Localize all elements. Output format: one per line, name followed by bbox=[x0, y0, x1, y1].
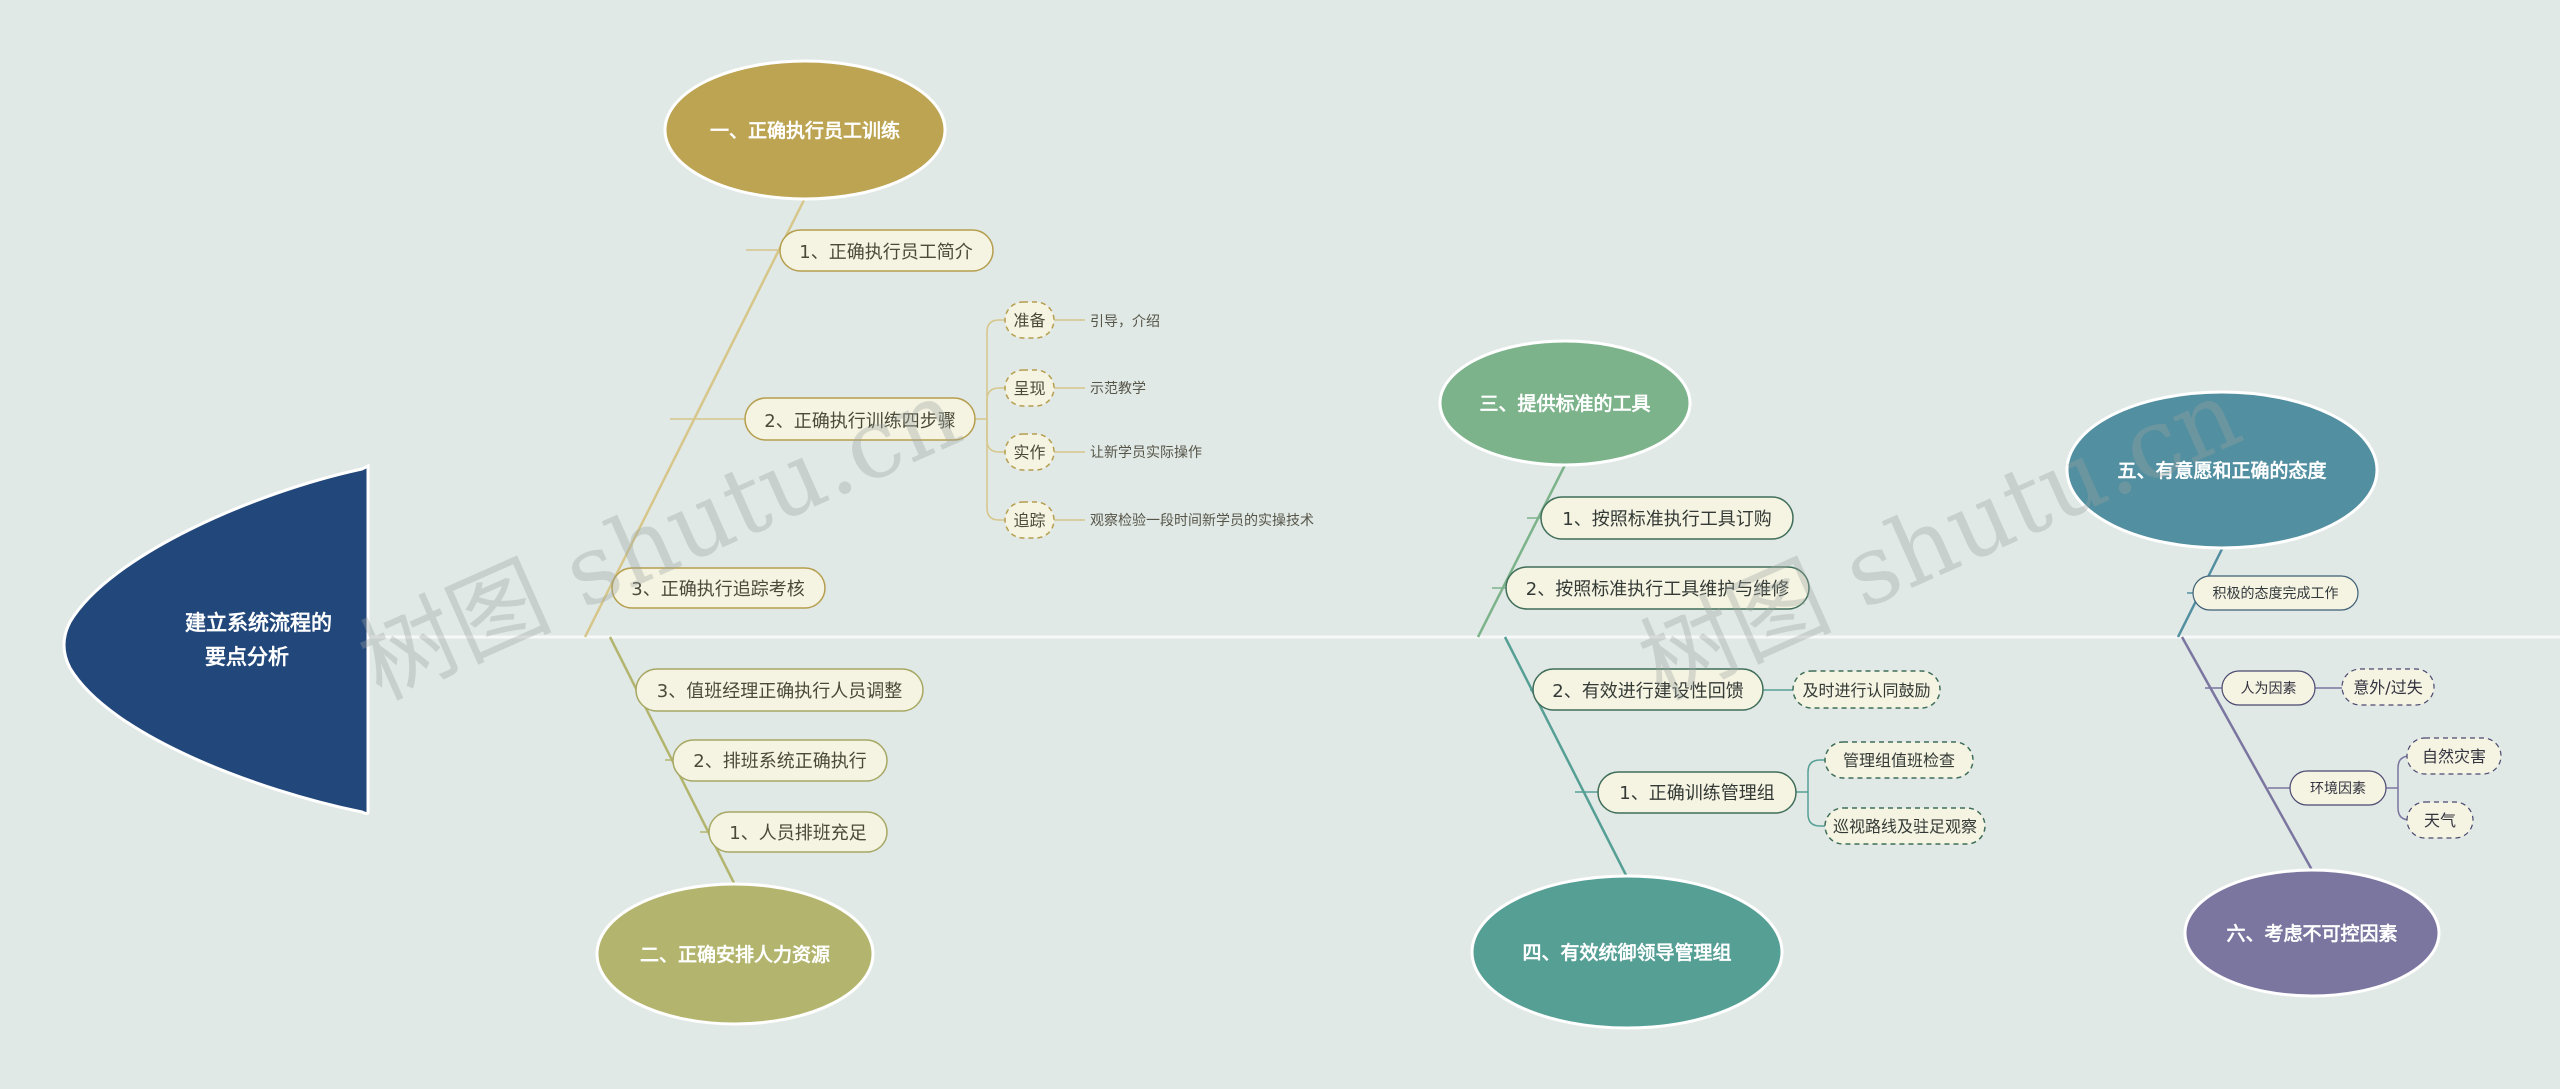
bone-b6 bbox=[2180, 636, 2314, 871]
sub-b4-2a-label: 及时进行认同鼓励 bbox=[1802, 681, 1930, 700]
branch-b1-label: 一、正确执行员工训练 bbox=[710, 119, 900, 142]
node-b2-2[interactable]: 2、排班系统正确执行 bbox=[672, 739, 888, 782]
node-b6-2[interactable]: 环境因素 bbox=[2289, 770, 2387, 806]
node-b6-1[interactable]: 人为因素 bbox=[2221, 670, 2316, 706]
node-b3-2-label: 2、按照标准执行工具维护与维修 bbox=[1526, 579, 1789, 600]
sub-b6-1a-label: 意外/过失 bbox=[2353, 678, 2422, 697]
node-b1-1[interactable]: 1、正确执行员工简介 bbox=[779, 229, 994, 272]
step-desc-prepare: 引导，介绍 bbox=[1090, 314, 1160, 330]
branch-b6-label: 六、考虑不可控因素 bbox=[2226, 922, 2397, 945]
step-tag-prepare-label: 准备 bbox=[1013, 311, 1045, 330]
branch-b4[interactable]: 四、有效统御领导管理组 bbox=[1470, 874, 1784, 1030]
node-b2-1-label: 1、人员排班充足 bbox=[729, 823, 866, 844]
branch-b2[interactable]: 二、正确安排人力资源 bbox=[595, 882, 875, 1026]
node-b3-2[interactable]: 2、按照标准执行工具维护与维修 bbox=[1505, 566, 1810, 610]
node-b1-2-label: 2、正确执行训练四步骤 bbox=[764, 411, 955, 432]
node-b5-1-label: 积极的态度完成工作 bbox=[2213, 586, 2339, 602]
step-tag-practice-label: 实作 bbox=[1013, 443, 1045, 462]
root-title-line-2: 要点分析 bbox=[205, 645, 289, 669]
branch-b4-label: 四、有效统御领导管理组 bbox=[1522, 941, 1731, 964]
node-b4-1-label: 1、正确训练管理组 bbox=[1619, 783, 1774, 804]
sub-b6-2a-label: 自然灾害 bbox=[2422, 747, 2486, 766]
step-desc-track: 观察检验一段时间新学员的实操技术 bbox=[1090, 512, 1314, 529]
b4-ribs bbox=[1530, 689, 1825, 827]
node-b3-1-label: 1、按照标准执行工具订购 bbox=[1562, 509, 1771, 530]
step-desc-present: 示范教学 bbox=[1090, 380, 1146, 397]
root-node[interactable] bbox=[62, 463, 370, 815]
node-b2-3[interactable]: 3、值班经理正确执行人员调整 bbox=[635, 668, 924, 712]
node-b1-3-label: 3、正确执行追踪考核 bbox=[631, 579, 804, 600]
step-desc-practice: 让新学员实际操作 bbox=[1090, 445, 1202, 461]
branch-b3[interactable]: 三、提供标准的工具 bbox=[1438, 339, 1692, 467]
bone-b1 bbox=[583, 197, 807, 638]
step-tag-present-label: 呈现 bbox=[1013, 379, 1045, 398]
root-title-line-1: 建立系统流程的 bbox=[185, 611, 332, 635]
node-b1-1-label: 1、正确执行员工简介 bbox=[799, 242, 972, 263]
sub-b6-2b-label: 天气 bbox=[2424, 811, 2456, 830]
step-tag-track[interactable]: 追踪 bbox=[1004, 501, 1055, 539]
watermark-left: 树图 shutu.cn bbox=[344, 358, 976, 721]
sub-b6-2a[interactable]: 自然灾害 bbox=[2406, 737, 2502, 775]
sub-b6-2b[interactable]: 天气 bbox=[2406, 801, 2474, 839]
step-tag-prepare[interactable]: 准备 bbox=[1004, 301, 1055, 339]
sub-b4-1a-label: 管理组值班检查 bbox=[1843, 751, 1955, 770]
node-b2-3-label: 3、值班经理正确执行人员调整 bbox=[657, 681, 902, 702]
step-tag-track-label: 追踪 bbox=[1013, 511, 1045, 530]
sub-b4-1b-label: 巡视路线及驻足观察 bbox=[1833, 817, 1977, 836]
sub-b4-2a[interactable]: 及时进行认同鼓励 bbox=[1792, 670, 1941, 709]
node-b6-2-label: 环境因素 bbox=[2310, 781, 2366, 797]
node-b2-1[interactable]: 1、人员排班充足 bbox=[708, 811, 888, 853]
bone-b3 bbox=[1476, 464, 1567, 638]
sub-b4-1b[interactable]: 巡视路线及驻足观察 bbox=[1824, 807, 1986, 845]
node-b1-3[interactable]: 3、正确执行追踪考核 bbox=[611, 567, 826, 609]
sub-b4-1a[interactable]: 管理组值班检查 bbox=[1824, 741, 1974, 779]
node-b2-2-label: 2、排班系统正确执行 bbox=[693, 751, 866, 772]
branch-b3-label: 三、提供标准的工具 bbox=[1479, 392, 1650, 415]
branch-b1[interactable]: 一、正确执行员工训练 bbox=[663, 59, 947, 201]
branch-b2-label: 二、正确安排人力资源 bbox=[640, 943, 830, 966]
step-tag-practice[interactable]: 实作 bbox=[1004, 433, 1055, 471]
branch-b5[interactable]: 五、有意愿和正确的态度 bbox=[2065, 390, 2379, 550]
node-b5-1[interactable]: 积极的态度完成工作 bbox=[2192, 575, 2359, 611]
step-tag-present[interactable]: 呈现 bbox=[1004, 369, 1055, 407]
node-b4-2-label: 2、有效进行建设性回馈 bbox=[1552, 681, 1743, 702]
node-b1-2[interactable]: 2、正确执行训练四步骤 bbox=[744, 397, 976, 441]
branch-b5-label: 五、有意愿和正确的态度 bbox=[2117, 459, 2327, 482]
b1-ribs bbox=[612, 249, 1085, 588]
node-b4-2[interactable]: 2、有效进行建设性回馈 bbox=[1532, 668, 1764, 711]
sub-b6-1a[interactable]: 意外/过失 bbox=[2341, 668, 2435, 706]
node-b3-1[interactable]: 1、按照标准执行工具订购 bbox=[1540, 496, 1794, 540]
node-b6-1-label: 人为因素 bbox=[2241, 681, 2297, 697]
node-b4-1[interactable]: 1、正确训练管理组 bbox=[1597, 771, 1797, 814]
branch-b6[interactable]: 六、考虑不可控因素 bbox=[2183, 868, 2441, 998]
bone-b4 bbox=[1503, 636, 1629, 878]
